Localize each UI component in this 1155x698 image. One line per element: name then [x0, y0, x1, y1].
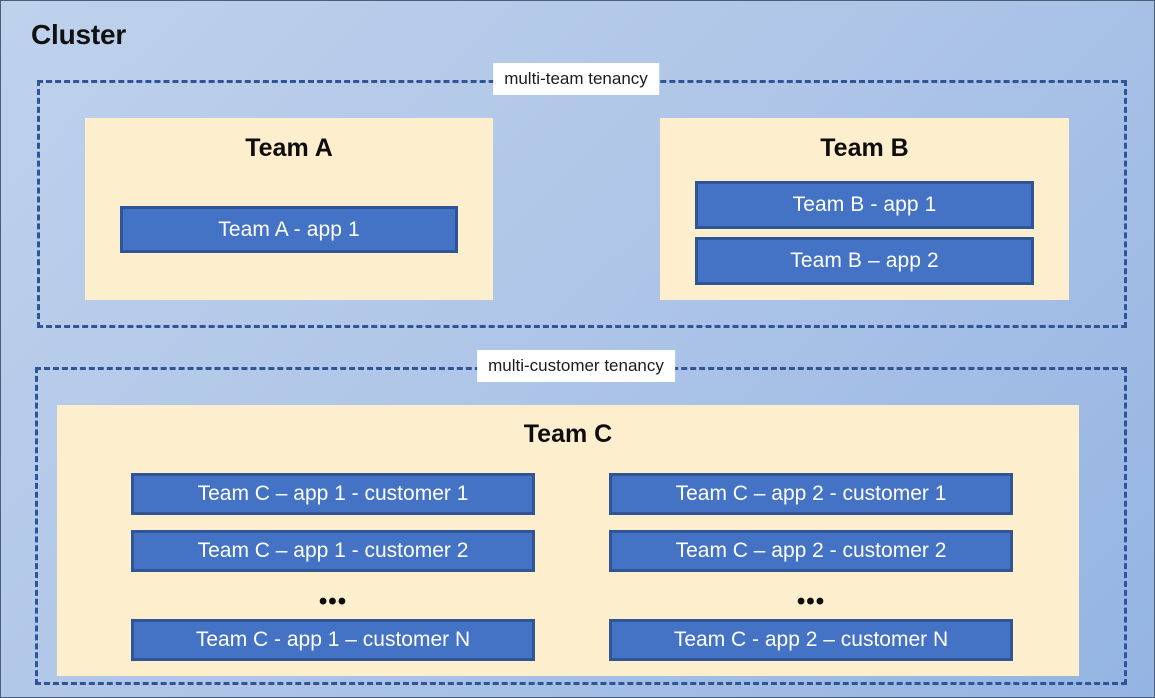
team-heading-team-c: Team C: [523, 420, 613, 448]
team-panel-team-a: Team A Team A - app 1: [85, 118, 493, 300]
app-box-team-c-app-2-customer-1[interactable]: Team C – app 2 - customer 1: [609, 473, 1013, 515]
ellipsis-team-c-app-2: •••: [796, 587, 826, 615]
app-box-team-c-app-1-customer-1[interactable]: Team C – app 1 - customer 1: [131, 473, 535, 515]
team-heading-team-a: Team A: [245, 134, 333, 162]
tenancy-label-multi-customer: multi-customer tenancy: [477, 350, 675, 382]
team-c-app-2-column: Team C – app 2 - customer 1 Team C – app…: [609, 473, 1013, 661]
app-box-team-c-app-1-customer-2[interactable]: Team C – app 1 - customer 2: [131, 530, 535, 572]
tenancy-label-multi-team: multi-team tenancy: [493, 63, 659, 95]
team-panel-team-b: Team B Team B - app 1 Team B – app 2: [660, 118, 1069, 300]
app-box-team-a-app-1[interactable]: Team A - app 1: [120, 206, 458, 253]
app-box-team-b-app-1[interactable]: Team B - app 1: [695, 181, 1034, 229]
page-title: Cluster: [31, 19, 127, 50]
app-box-team-c-app-2-customer-2[interactable]: Team C – app 2 - customer 2: [609, 530, 1013, 572]
app-box-team-b-app-2[interactable]: Team B – app 2: [695, 237, 1034, 285]
app-box-team-c-app-2-customer-n[interactable]: Team C - app 2 – customer N: [609, 619, 1013, 661]
team-panel-team-c: Team C Team C – app 1 - customer 1 Team …: [57, 405, 1079, 676]
ellipsis-team-c-app-1: •••: [318, 587, 348, 615]
team-c-app-1-column: Team C – app 1 - customer 1 Team C – app…: [131, 473, 535, 661]
app-box-team-c-app-1-customer-n[interactable]: Team C - app 1 – customer N: [131, 619, 535, 661]
team-heading-team-b: Team B: [820, 134, 909, 162]
